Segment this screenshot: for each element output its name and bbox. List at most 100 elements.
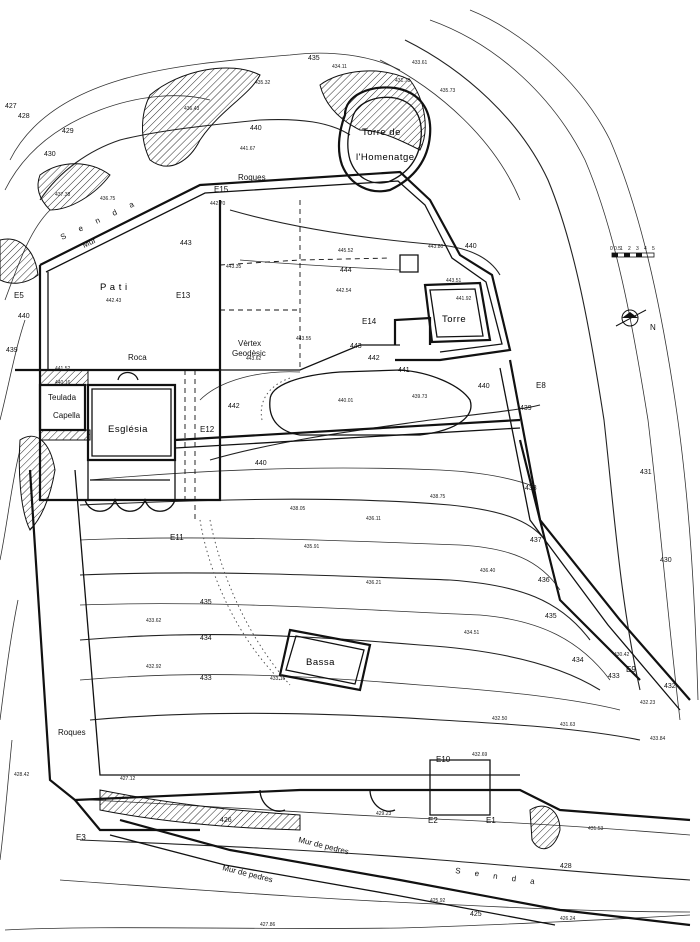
spot-height: 443.55 bbox=[296, 336, 312, 342]
contour-label: 440 bbox=[18, 313, 30, 320]
contour-label: 435 bbox=[308, 55, 320, 62]
spot-height: 432.23 bbox=[640, 700, 656, 706]
station-label: E1 bbox=[486, 816, 496, 825]
label-roques: Roques bbox=[58, 728, 86, 737]
spot-height: 434.51 bbox=[464, 630, 480, 636]
contour-label: 443 bbox=[180, 240, 192, 247]
contour-label: 430 bbox=[44, 151, 56, 158]
label-pati: P a t i bbox=[100, 282, 128, 293]
contour-label: 434 bbox=[200, 635, 212, 642]
scale-tick: 1 bbox=[620, 246, 623, 252]
spot-height: 428.42 bbox=[14, 772, 30, 778]
contour-label: 441 bbox=[398, 367, 410, 374]
scale-tick: 0 bbox=[610, 246, 613, 252]
label-mur-de-pedres: Mur de pedres bbox=[222, 863, 274, 884]
spot-height: 435.73 bbox=[440, 88, 456, 94]
contour-label: 442 bbox=[368, 355, 380, 362]
spot-height: 443.51 bbox=[446, 278, 462, 284]
contour-label: 444 bbox=[340, 267, 352, 274]
spot-height: 436.11 bbox=[366, 516, 381, 522]
spot-height: 432.50 bbox=[492, 716, 508, 722]
station-label: E10 bbox=[436, 755, 451, 764]
contour-label: 439 bbox=[6, 347, 18, 354]
spot-height: 442.70 bbox=[210, 201, 226, 207]
contour-label: 432 bbox=[664, 683, 676, 690]
label-vertex: Geodèsic bbox=[232, 349, 266, 358]
label-torre: Torre bbox=[442, 314, 466, 325]
spot-height: 433.16 bbox=[270, 676, 286, 682]
enclosure-walls bbox=[15, 170, 512, 372]
rock-hatching bbox=[0, 67, 561, 850]
contour-lines bbox=[0, 9, 699, 931]
paths bbox=[199, 519, 291, 686]
spot-height: 427.12 bbox=[120, 776, 136, 782]
survey-stations: E1 E2 E3 E5 E8 E9 E10 E11 E12 E13 E14 E1… bbox=[14, 185, 636, 842]
label-esglesia: Església bbox=[108, 424, 148, 435]
spot-height: 436.75 bbox=[100, 196, 116, 202]
spot-height: 438.75 bbox=[430, 494, 446, 500]
contour-label: 435 bbox=[200, 599, 212, 606]
scale-tick: 4 bbox=[644, 246, 647, 252]
label-capella: Capella bbox=[53, 411, 81, 420]
contour-label: 439 bbox=[520, 405, 532, 412]
spot-height: 431.53 bbox=[588, 826, 604, 832]
station-label: E3 bbox=[76, 833, 86, 842]
spot-heights: 433.61 434.11 431.73 435.32 436.43 435.7… bbox=[14, 60, 666, 928]
spot-height: 427.86 bbox=[260, 922, 276, 928]
label-roques: Roques bbox=[238, 173, 266, 182]
label-torre-homenatge: Torre de bbox=[362, 127, 401, 138]
contour-label: 443 bbox=[350, 343, 362, 350]
contour-label: 434 bbox=[572, 657, 584, 664]
label-teulada: Teulada bbox=[48, 393, 77, 402]
station-label: E12 bbox=[200, 425, 215, 434]
spot-height: 430.42 bbox=[614, 652, 630, 658]
contour-label: 426 bbox=[220, 817, 232, 824]
spot-height: 431.63 bbox=[560, 722, 576, 728]
spot-height: 445.52 bbox=[338, 248, 354, 254]
contour-label: 427 bbox=[5, 103, 17, 110]
outer-walls bbox=[28, 359, 691, 927]
spot-height: 442.43 bbox=[106, 298, 122, 304]
spot-height: 442.54 bbox=[336, 288, 352, 294]
spot-height: 437.38 bbox=[55, 192, 71, 198]
label-senda: S e n d a bbox=[455, 866, 541, 887]
spot-height: 435.91 bbox=[304, 544, 320, 550]
station-label: E15 bbox=[214, 185, 229, 194]
contour-label: 440 bbox=[478, 383, 490, 390]
contour-label: 440 bbox=[250, 125, 262, 132]
contour-label: 440 bbox=[465, 243, 477, 250]
contour-label: 425 bbox=[470, 911, 482, 918]
spot-height: 432.92 bbox=[146, 664, 162, 670]
contour-label: 442 bbox=[228, 403, 240, 410]
contour-label: 428 bbox=[18, 113, 30, 120]
spot-height: 443.80 bbox=[428, 244, 444, 250]
spot-height: 431.73 bbox=[395, 78, 411, 84]
label-torre-homenatge: l'Homenatge bbox=[356, 152, 415, 163]
spot-height: 440.01 bbox=[338, 398, 354, 404]
scale-tick: 2 bbox=[628, 246, 631, 252]
spot-height: 436.21 bbox=[366, 580, 382, 586]
spot-height: 429.23 bbox=[376, 811, 392, 817]
contour-label: 435 bbox=[545, 613, 557, 620]
spot-height: 435.32 bbox=[255, 80, 271, 86]
scale-tick: 0.5 bbox=[614, 246, 621, 252]
label-bassa: Bassa bbox=[306, 657, 335, 668]
station-label: E14 bbox=[362, 317, 377, 326]
contour-label: 429 bbox=[62, 128, 74, 135]
spot-height: 439.73 bbox=[412, 394, 428, 400]
contour-label: 433 bbox=[608, 673, 620, 680]
spot-height: 433.84 bbox=[650, 736, 666, 742]
esglesia-block bbox=[38, 368, 521, 520]
spot-height: 441.52 bbox=[55, 366, 71, 372]
scale-tick: 5 bbox=[652, 246, 655, 252]
spot-height: 433.61 bbox=[412, 60, 428, 66]
spot-height: 436.43 bbox=[184, 106, 200, 112]
contour-labels: 427 428 429 430 435 440 443 444 443 442 … bbox=[5, 55, 676, 918]
station-label: E11 bbox=[170, 533, 184, 542]
contour-label: 428 bbox=[560, 863, 572, 870]
label-roca: Roca bbox=[128, 353, 147, 362]
spot-height: 434.11 bbox=[332, 64, 347, 70]
contour-label: 438 bbox=[525, 485, 537, 492]
curved-terrace bbox=[260, 369, 472, 436]
